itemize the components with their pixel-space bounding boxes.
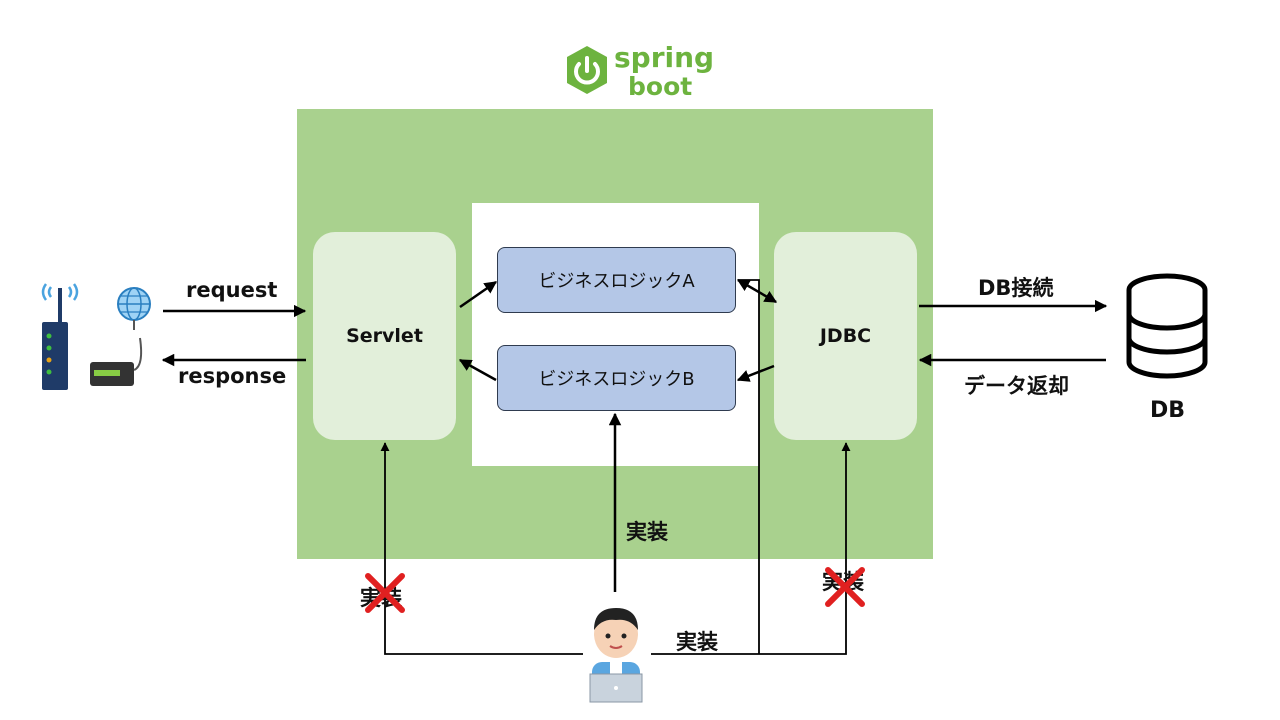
request-label: request [186, 278, 278, 302]
db-connect-label: DB接続 [978, 276, 1054, 300]
spring-boot-logo: spring boot [562, 44, 714, 101]
response-label: response [178, 364, 287, 388]
developer-person-icon [589, 608, 643, 703]
servlet-to-logic-a-arrow [459, 280, 498, 309]
spring-power-icon [567, 46, 607, 94]
servlet-box: Servlet [313, 232, 456, 440]
globe-icon [117, 287, 151, 330]
servlet-label: Servlet [346, 325, 423, 347]
data-return-label: データ返却 [964, 374, 1069, 398]
jdbc-to-logic-b-arrow [736, 364, 775, 382]
logic-b-to-servlet-arrow [458, 358, 497, 382]
impl-to-servlet-line [380, 442, 583, 655]
cross-mark-icon [365, 573, 405, 613]
business-logic-a-box: ビジネスロジックA [497, 247, 736, 313]
implementation-label-logic: 実装 [626, 520, 668, 544]
cross-mark-icon [825, 567, 865, 607]
impl-to-jdbc-line [651, 442, 851, 655]
database-icon [1126, 273, 1208, 379]
business-logic-b-box: ビジネスロジックB [497, 345, 736, 411]
business-logic-b-label: ビジネスロジックB [538, 369, 695, 390]
logo-word-boot: boot [628, 72, 693, 101]
db-label: DB [1150, 398, 1186, 423]
router-icon [41, 283, 143, 390]
logo-word-spring: spring [614, 41, 715, 74]
implementation-label-bottom: 実装 [676, 630, 718, 654]
logic-a-jdbc-arrow [736, 278, 778, 304]
business-logic-a-label: ビジネスロジックA [538, 271, 695, 292]
jdbc-box: JDBC [774, 232, 917, 440]
impl-to-logic-a-line [738, 279, 760, 654]
jdbc-label: JDBC [819, 325, 872, 347]
